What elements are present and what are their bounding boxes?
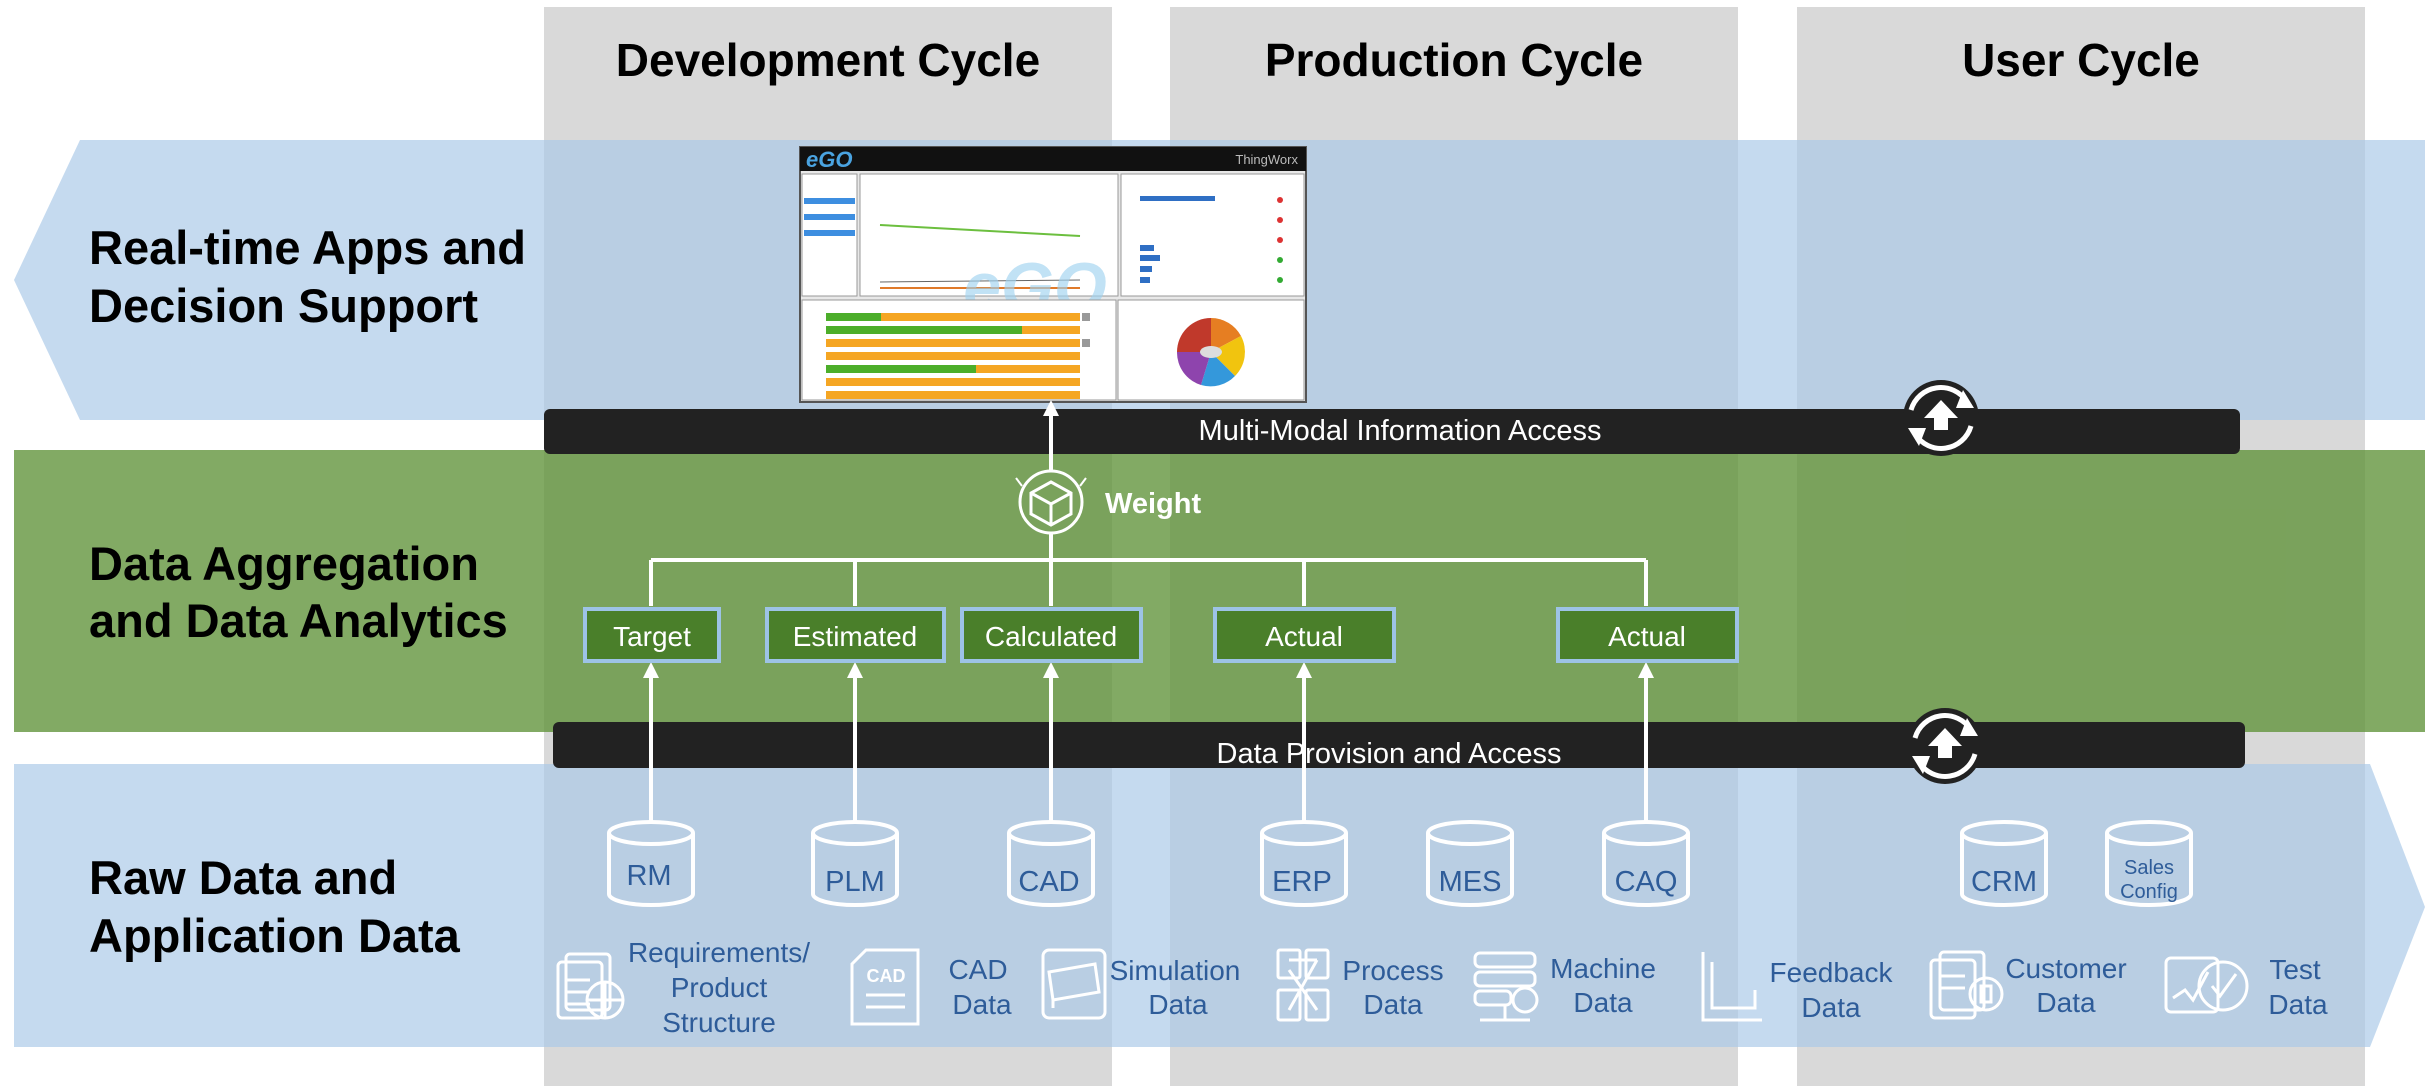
svg-text:Real-time Apps and: Real-time Apps and bbox=[89, 221, 526, 274]
source-feedback-data: Feedback Data bbox=[1701, 952, 1894, 1023]
database-cad: CAD bbox=[1007, 820, 1095, 907]
sync-upload-icon bbox=[1907, 708, 1983, 784]
column-title-user: User Cycle bbox=[1962, 34, 2200, 86]
weight-box-estimated: Estimated bbox=[765, 607, 946, 663]
weight-hub: Weight bbox=[1015, 469, 1201, 535]
source-test-data: Test Data bbox=[2164, 954, 2328, 1020]
svg-text:Data: Data bbox=[2268, 989, 2328, 1020]
svg-text:Calculated: Calculated bbox=[985, 621, 1117, 652]
database-plm: PLM bbox=[811, 820, 899, 907]
customer-icon bbox=[1929, 950, 2004, 1020]
svg-text:Test: Test bbox=[2269, 954, 2321, 985]
arrowheads bbox=[643, 400, 1654, 678]
weight-box-target: Target bbox=[583, 607, 721, 663]
svg-text:Machine: Machine bbox=[1550, 953, 1656, 984]
svg-text:Data Provision and Access: Data Provision and Access bbox=[1217, 738, 1562, 770]
svg-text:Application Data: Application Data bbox=[89, 909, 461, 962]
svg-text:CAD: CAD bbox=[1018, 866, 1079, 898]
svg-text:Data: Data bbox=[952, 989, 1012, 1020]
svg-text:Actual: Actual bbox=[1608, 621, 1686, 652]
layer-label-apps: Real-time Apps and Decision Support bbox=[89, 221, 526, 332]
svg-text:Estimated: Estimated bbox=[793, 621, 918, 652]
svg-text:Multi-Modal Information Access: Multi-Modal Information Access bbox=[1199, 415, 1602, 447]
weight-box-actual-production: Actual bbox=[1213, 607, 1396, 663]
database-sales-config: Sales Config bbox=[2105, 820, 2193, 907]
source-requirements: Requirements/ Product Structure bbox=[556, 937, 810, 1038]
svg-text:Actual: Actual bbox=[1265, 621, 1343, 652]
source-simulation-data: Simulation Data bbox=[1041, 948, 1241, 1020]
svg-text:MES: MES bbox=[1439, 866, 1502, 898]
svg-text:Data: Data bbox=[1573, 987, 1633, 1018]
cad-badge: CAD bbox=[867, 966, 906, 986]
simulation-icon bbox=[1041, 948, 1107, 1020]
svg-text:Raw Data and: Raw Data and bbox=[89, 851, 397, 904]
svg-text:ERP: ERP bbox=[1272, 866, 1332, 898]
database-caq: CAQ bbox=[1602, 820, 1690, 907]
svg-text:Sales: Sales bbox=[2124, 857, 2174, 879]
database-rm: RM bbox=[607, 820, 695, 907]
weight-box-actual-quality: Actual bbox=[1556, 607, 1739, 663]
requirements-icon bbox=[556, 952, 625, 1020]
svg-text:Data: Data bbox=[1363, 989, 1423, 1020]
layer-label-analytics: Data Aggregation and Data Analytics bbox=[89, 537, 508, 647]
svg-text:Decision Support: Decision Support bbox=[89, 279, 478, 332]
layer-label-raw-data: Raw Data and Application Data bbox=[89, 851, 461, 962]
svg-text:Simulation: Simulation bbox=[1110, 955, 1241, 986]
svg-text:Data Aggregation: Data Aggregation bbox=[89, 537, 479, 590]
layer-band-analytics bbox=[14, 450, 2425, 732]
database-crm: CRM bbox=[1960, 820, 2048, 907]
svg-text:and Data Analytics: and Data Analytics bbox=[89, 594, 508, 647]
weight-label: Weight bbox=[1105, 488, 1201, 520]
dashboard-thumbnail: eGO ThingWorx eGO bbox=[799, 146, 1307, 403]
svg-text:Customer: Customer bbox=[2005, 953, 2126, 984]
source-machine-data: Machine Data bbox=[1473, 951, 1656, 1022]
svg-text:Requirements/: Requirements/ bbox=[628, 937, 810, 968]
svg-text:Structure: Structure bbox=[662, 1007, 776, 1038]
dashboard-logo: eGO bbox=[806, 147, 852, 172]
test-icon bbox=[2164, 956, 2249, 1014]
source-cad-data: CAD CAD Data bbox=[850, 948, 1012, 1026]
svg-text:Data: Data bbox=[2036, 987, 2096, 1018]
sync-upload-icon bbox=[1903, 380, 1979, 456]
svg-text:Data: Data bbox=[1801, 992, 1861, 1023]
svg-text:RM: RM bbox=[626, 860, 671, 892]
machine-icon bbox=[1473, 951, 1539, 1022]
dashboard-brand: ThingWorx bbox=[1235, 152, 1298, 167]
svg-text:Data: Data bbox=[1148, 989, 1208, 1020]
svg-text:Feedback: Feedback bbox=[1770, 957, 1894, 988]
svg-text:Config: Config bbox=[2120, 881, 2178, 903]
feedback-icon bbox=[1701, 952, 1762, 1022]
database-mes: MES bbox=[1426, 820, 1514, 907]
weight-box-calculated: Calculated bbox=[960, 607, 1143, 663]
column-title-production: Production Cycle bbox=[1265, 34, 1643, 86]
multi-modal-access-bar: Multi-Modal Information Access bbox=[544, 409, 2240, 454]
svg-text:CAD: CAD bbox=[948, 954, 1007, 985]
source-customer-data: Customer Data bbox=[1929, 950, 2127, 1020]
database-erp: ERP bbox=[1260, 820, 1348, 907]
svg-text:Product: Product bbox=[671, 972, 768, 1003]
column-title-development: Development Cycle bbox=[616, 34, 1040, 86]
source-process-data: Process Data bbox=[1276, 948, 1444, 1022]
cad-file-icon bbox=[850, 948, 920, 1026]
connector-lines bbox=[649, 410, 1648, 823]
svg-text:CRM: CRM bbox=[1971, 866, 2037, 898]
svg-text:Process: Process bbox=[1342, 955, 1443, 986]
layer-band-raw-data bbox=[14, 764, 2425, 1047]
cube-icon-shape bbox=[1029, 480, 1073, 527]
process-icon bbox=[1276, 948, 1330, 1022]
svg-text:Target: Target bbox=[613, 621, 691, 652]
svg-text:PLM: PLM bbox=[825, 866, 885, 898]
data-provision-bar: Data Provision and Access bbox=[553, 722, 2245, 770]
svg-text:CAQ: CAQ bbox=[1615, 866, 1678, 898]
